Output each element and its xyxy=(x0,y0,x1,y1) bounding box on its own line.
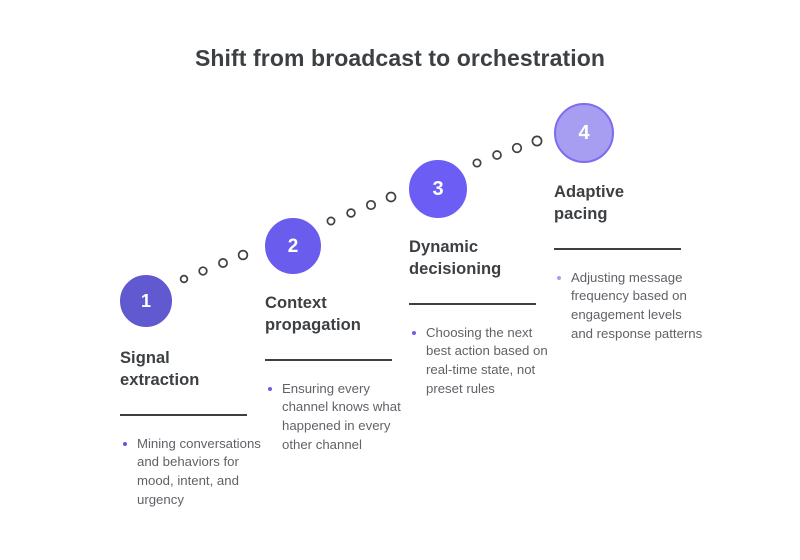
step-3-divider xyxy=(409,302,536,305)
step-1-divider xyxy=(120,413,247,416)
connector-dot xyxy=(346,208,356,218)
connector-dot xyxy=(492,150,502,160)
step-3-bullet-item: Choosing the next best action based on r… xyxy=(409,324,559,400)
step-1-bullets: Mining conversations and behaviors for m… xyxy=(120,435,270,511)
step-3-number: 3 xyxy=(432,178,444,200)
step-4-bullet-item: Adjusting message frequency based on eng… xyxy=(554,269,704,345)
connector-dot xyxy=(198,266,208,276)
step-1-number: 1 xyxy=(140,291,151,311)
step-2-divider xyxy=(265,358,392,361)
step-4-number-circle[interactable]: 4 xyxy=(554,103,614,163)
step-4-bullets: Adjusting message frequency based on eng… xyxy=(554,269,704,345)
step-1-bullet-item: Mining conversations and behaviors for m… xyxy=(120,435,270,511)
connector-dot xyxy=(237,249,249,261)
step-4-divider xyxy=(554,247,681,250)
page-title: Shift from broadcast to orchestration xyxy=(194,45,606,71)
step-4-number: 4 xyxy=(578,122,590,144)
connector-dot xyxy=(531,135,543,147)
connector-dot xyxy=(218,258,228,268)
step-1-number-circle[interactable]: 1 xyxy=(120,275,172,327)
step-2-number-circle[interactable]: 2 xyxy=(265,218,321,274)
step-2-number: 2 xyxy=(287,235,299,257)
step-2-bullets: Ensuring every channel knows what happen… xyxy=(265,380,415,456)
connector-dot xyxy=(511,142,523,154)
step-3-bullets: Choosing the next best action based on r… xyxy=(409,324,559,400)
step-2-bullet-item: Ensuring every channel knows what happen… xyxy=(265,380,415,456)
step-3-number-circle[interactable]: 3 xyxy=(409,160,467,218)
connector-dot xyxy=(385,191,397,203)
connector-dot xyxy=(365,199,377,211)
